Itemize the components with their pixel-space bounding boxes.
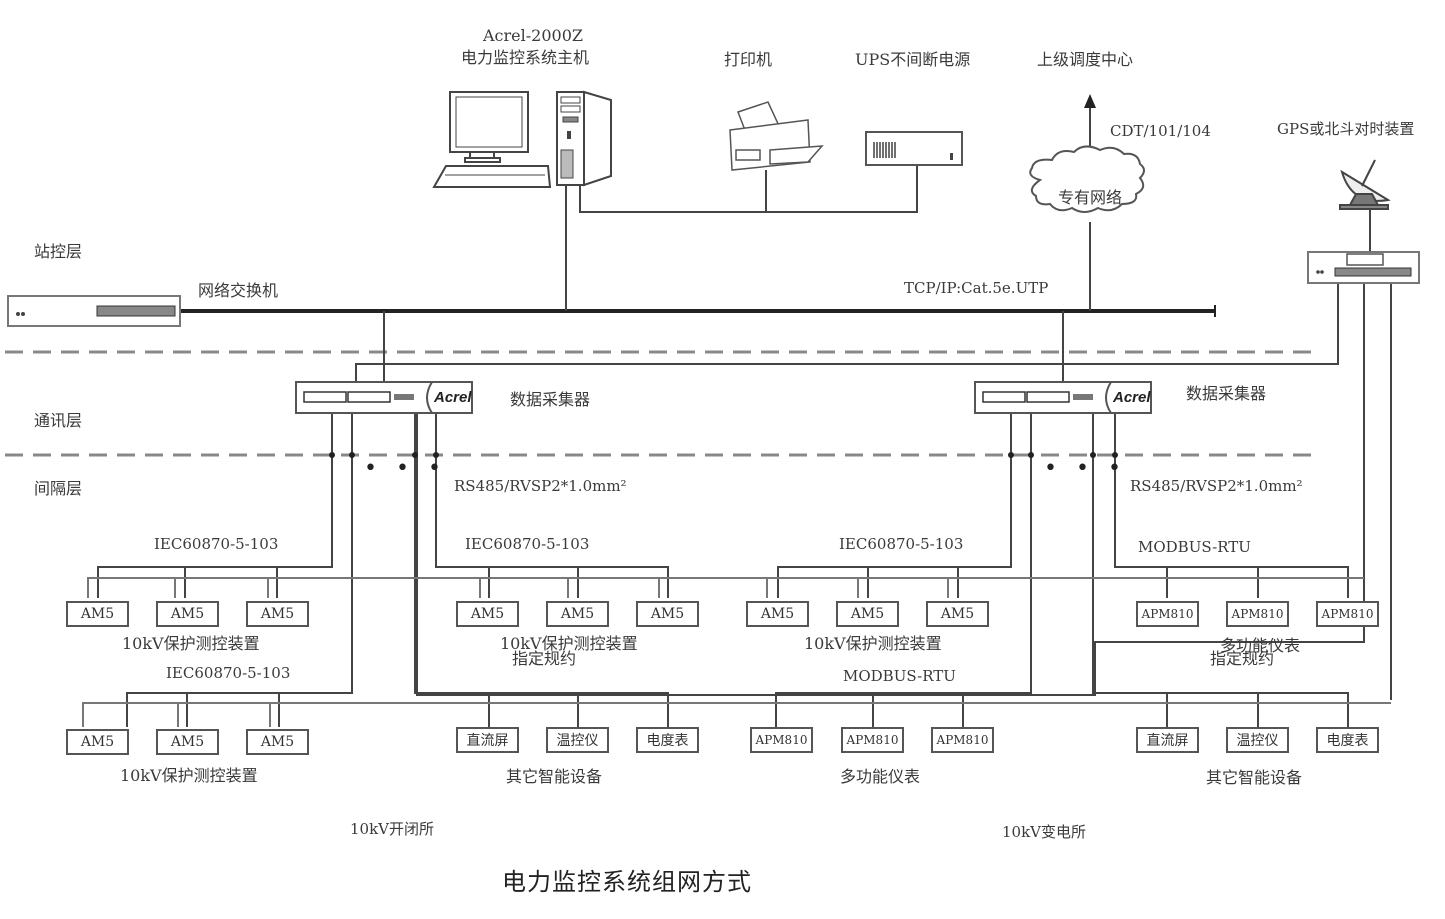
device-am5: AM5: [636, 601, 699, 627]
protocol-label: IEC60870-5-103: [839, 535, 964, 553]
device-apm810: APM810: [931, 727, 994, 753]
rs485-label-right: RS485/RVSP2*1.0mm²: [1130, 477, 1303, 495]
group-caption: 10kV保护测控装置: [120, 766, 258, 785]
gps-label: GPS或北斗对时装置: [1277, 120, 1415, 138]
computer-icon: [432, 90, 612, 188]
dispatch-center-label: 上级调度中心: [1037, 50, 1134, 69]
group-caption: 10kV保护测控装置: [122, 634, 260, 653]
device-apm810: APM810: [1226, 601, 1289, 627]
peripheral-bus: [579, 165, 918, 213]
right-station-name: 10kV变电所: [1002, 823, 1087, 841]
layer-bay-label: 间隔层: [34, 479, 83, 498]
group-caption: 其它智能设备: [1206, 768, 1303, 787]
protocol-label: IEC60870-5-103: [166, 664, 291, 682]
device-temp-controller: 温控仪: [546, 727, 609, 753]
group-caption-2: 指定规约: [1210, 649, 1275, 668]
private-network-label: 专有网络: [1058, 188, 1123, 207]
group-caption: 10kV保护测控装置: [804, 634, 942, 653]
group-caption: 多功能仪表: [840, 767, 921, 786]
host-model-label: Acrel-2000Z: [483, 26, 583, 45]
group-caption-2: 指定规约: [512, 649, 577, 668]
device-am5: AM5: [836, 601, 899, 627]
device-am5: AM5: [746, 601, 809, 627]
ellipsis-right: • • •: [1044, 456, 1127, 481]
protocol-label: IEC60870-5-103: [154, 535, 279, 553]
host-name-label: 电力监控系统主机: [461, 48, 590, 67]
device-energy-meter: 电度表: [1316, 727, 1379, 753]
data-collector-left-icon: Acrel: [295, 381, 473, 414]
dispatch-protocol-label: CDT/101/104: [1110, 122, 1211, 140]
device-apm810: APM810: [750, 727, 813, 753]
device-am5: AM5: [926, 601, 989, 627]
device-dc-panel: 直流屏: [456, 727, 519, 753]
device-apm810: APM810: [1316, 601, 1379, 627]
printer-icon: [729, 101, 824, 171]
device-am5: AM5: [156, 729, 219, 755]
device-temp-controller: 温控仪: [1226, 727, 1289, 753]
uplink-arrow: [1084, 94, 1096, 108]
collector-brand-left: Acrel: [433, 389, 472, 406]
device-am5: AM5: [246, 729, 309, 755]
group-caption: 10kV保护测控装置: [500, 634, 638, 653]
layer-comm-label: 通讯层: [34, 411, 83, 430]
protocol-label: MODBUS-RTU: [1138, 538, 1251, 556]
network-switch-icon: [7, 295, 181, 327]
switch-label: 网络交换机: [198, 281, 279, 300]
device-am5: AM5: [546, 601, 609, 627]
ups-label: UPS不间断电源: [855, 50, 971, 69]
protocol-label: IEC60870-5-103: [465, 535, 590, 553]
printer-label: 打印机: [724, 50, 773, 69]
ethernet-label: TCP/IP:Cat.5e.UTP: [904, 279, 1049, 297]
ellipsis-left: • • •: [364, 456, 447, 481]
cloud-icon: [1029, 145, 1145, 213]
group-caption: 其它智能设备: [506, 767, 603, 786]
device-am5: AM5: [156, 601, 219, 627]
diagram-title: 电力监控系统组网方式: [502, 868, 752, 896]
device-energy-meter: 电度表: [636, 727, 699, 753]
ups-icon: [865, 131, 963, 166]
protocol-label: MODBUS-RTU: [843, 667, 956, 685]
device-am5: AM5: [456, 601, 519, 627]
data-collector-right-icon: Acrel: [974, 381, 1152, 414]
gps-clock-device-icon: [1307, 251, 1420, 284]
satellite-dish-icon: [1339, 159, 1391, 210]
group-caption: 多功能仪表: [1220, 636, 1301, 655]
layer-station-label: 站控层: [34, 242, 83, 261]
device-dc-panel: 直流屏: [1136, 727, 1199, 753]
device-am5: AM5: [246, 601, 309, 627]
device-am5: AM5: [66, 729, 129, 755]
collector-label-right: 数据采集器: [1186, 384, 1267, 403]
collector-brand-right: Acrel: [1112, 389, 1151, 406]
device-apm810: APM810: [1136, 601, 1199, 627]
rs485-label-left: RS485/RVSP2*1.0mm²: [454, 477, 627, 495]
left-station-name: 10kV开闭所: [350, 820, 435, 838]
device-am5: AM5: [66, 601, 129, 627]
collector-label-left: 数据采集器: [510, 390, 591, 409]
device-apm810: APM810: [841, 727, 904, 753]
